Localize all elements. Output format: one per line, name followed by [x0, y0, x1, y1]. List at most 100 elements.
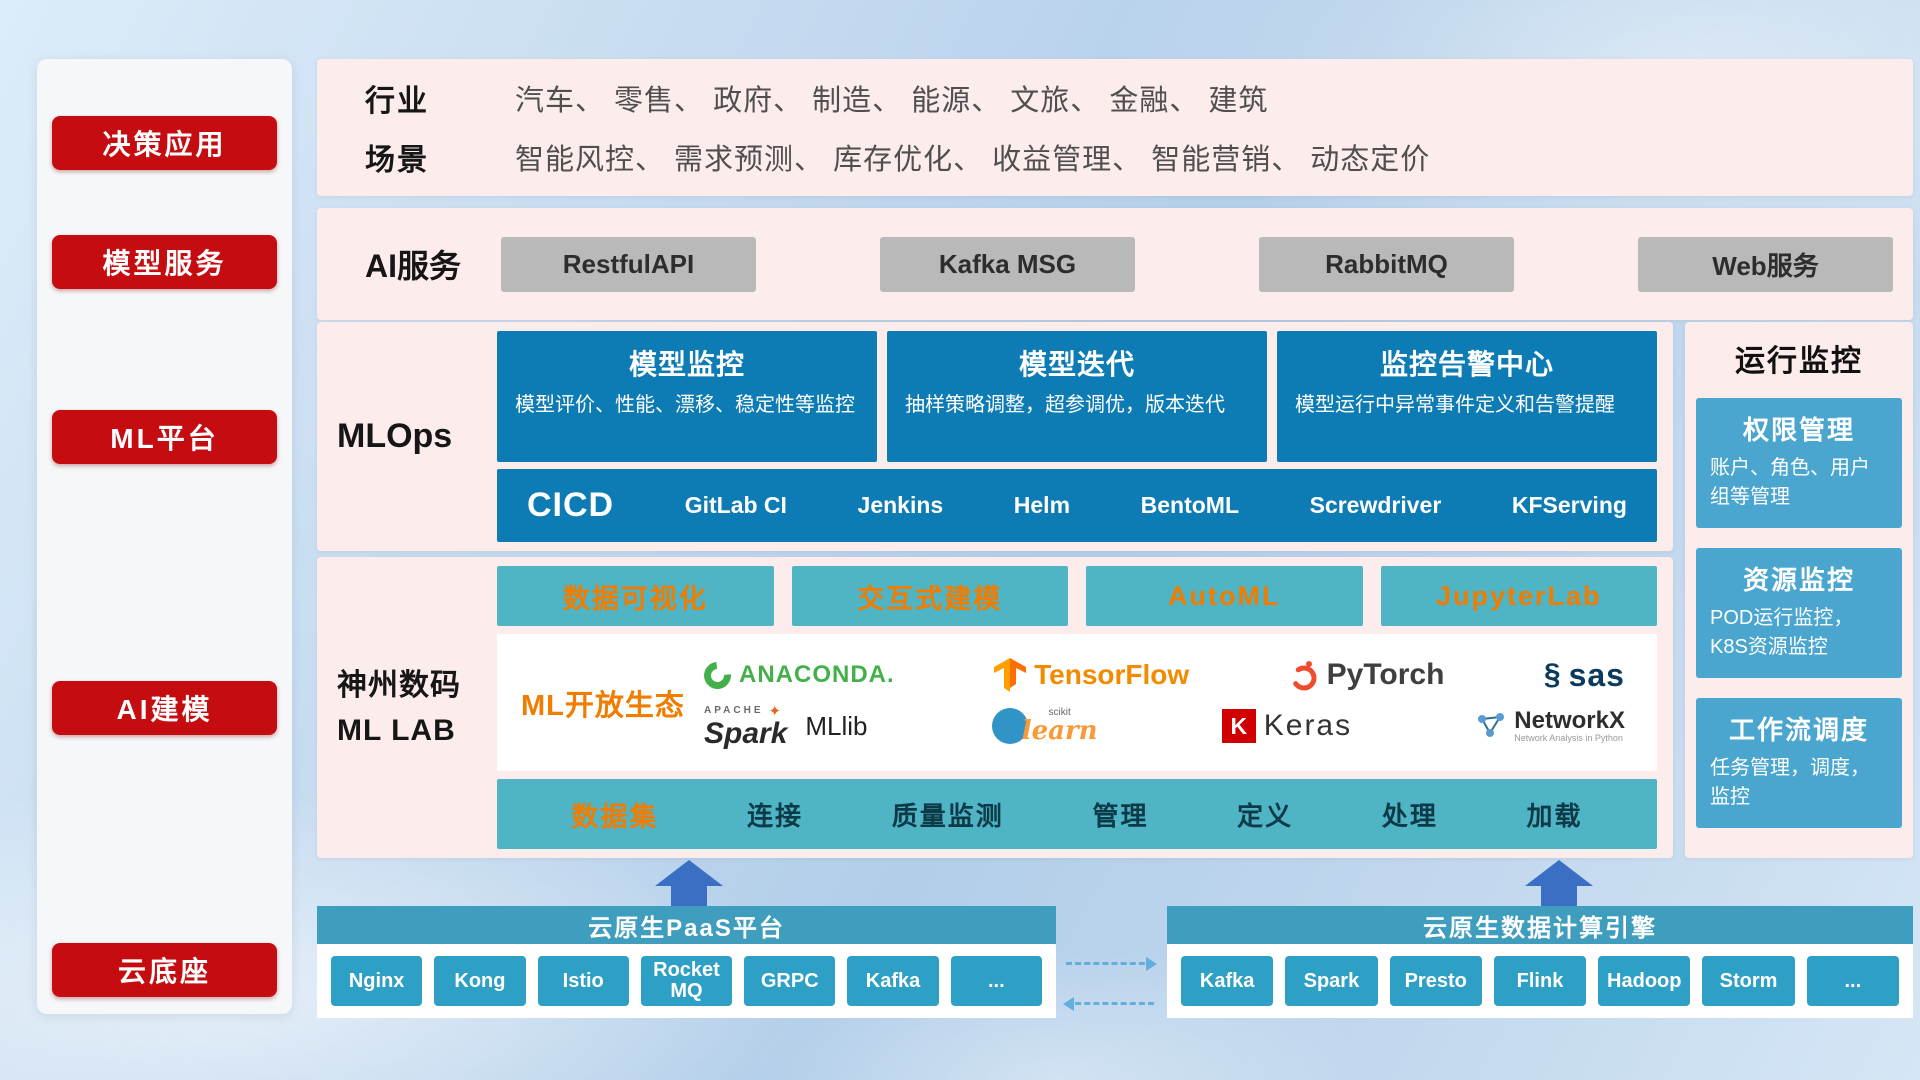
mlops-cards: 模型监控 模型评价、性能、漂移、稳定性等监控 模型迭代 抽样策略调整，超参调优，…: [497, 331, 1657, 462]
restfulapi-chip: RestfulAPI: [501, 236, 756, 292]
networkx-logo: NetworkX Network Analysis in Python: [1476, 706, 1625, 744]
dataset-manage: 管理: [1092, 800, 1149, 831]
model-iteration-card: 模型迭代 抽样策略调整，超参调优，版本迭代: [887, 331, 1267, 462]
anaconda-logo: ANACONDA.: [698, 655, 895, 695]
card-title: 权限管理: [1742, 415, 1855, 445]
keras-icon: K: [1221, 709, 1256, 743]
flink-chip: Flink: [1493, 956, 1587, 1006]
mllab-label-line2: ML LAB: [337, 713, 456, 747]
layer-sidebar: 决策应用 模型服务 ML平台 AI建模 云底座: [37, 59, 292, 1014]
mllab-label: 神州数码 ML LAB: [317, 557, 497, 858]
industry-line: 行业 汽车、 零售、 政府、 制造、 能源、 文旅、 金融、 建筑: [365, 76, 1893, 120]
ai-service-label: AI服务: [365, 248, 462, 284]
more-chip: ...: [950, 956, 1042, 1006]
kong-chip: Kong: [434, 956, 526, 1006]
spark-wordmark: Spark: [704, 716, 788, 750]
automl-chip: AutoML: [1086, 566, 1363, 626]
dataset-define: 定义: [1237, 800, 1294, 831]
pytorch-wordmark: PyTorch: [1326, 658, 1445, 691]
sas-icon: §: [1543, 658, 1561, 691]
up-arrow-paas: [655, 860, 723, 906]
scenario-label: 场景: [365, 143, 429, 177]
mlops-panel: MLOps 模型监控 模型评价、性能、漂移、稳定性等监控 模型迭代 抽样策略调整…: [317, 322, 1673, 551]
layer-model-services: 模型服务: [52, 235, 277, 289]
more-chip: ...: [1806, 956, 1899, 1006]
sas-wordmark: sas: [1568, 656, 1625, 693]
networkx-wordmark-group: NetworkX Network Analysis in Python: [1514, 706, 1625, 744]
card-title: 资源监控: [1742, 565, 1855, 595]
networkx-wordmark: NetworkX: [1514, 706, 1625, 734]
paas-platform-group: 云原生PaaS平台 Nginx Kong Istio RocketMQ GRPC…: [317, 906, 1056, 1018]
card-desc: 抽样策略调整，超参调优，版本迭代: [905, 394, 1225, 416]
card-desc: POD运行监控，K8S资源监控: [1710, 607, 1854, 658]
dataset-connect: 连接: [747, 800, 804, 831]
dataset-quality: 质量监测: [891, 800, 1004, 831]
spark-wordmark-group: APACHE ✦ Spark: [704, 704, 787, 749]
hadoop-chip: Hadoop: [1598, 956, 1691, 1006]
keras-logo: K Keras: [1221, 709, 1353, 743]
paas-buttons: Nginx Kong Istio RocketMQ GRPC Kafka ...: [317, 944, 1056, 1018]
card-desc: 账户、角色、用户组等管理: [1710, 457, 1870, 508]
permission-management-card: 权限管理 账户、角色、用户组等管理: [1696, 398, 1902, 528]
rocketmq-chip: RocketMQ: [640, 956, 733, 1006]
networkx-subtitle: Network Analysis in Python: [1514, 733, 1623, 744]
learn-wordmark: learn: [1021, 716, 1098, 746]
card-title: 工作流调度: [1728, 715, 1869, 745]
card-title: 模型监控: [628, 349, 745, 380]
cicd-bar: CICD GitLab CI Jenkins Helm BentoML Scre…: [497, 469, 1657, 542]
kafka-chip: Kafka: [847, 956, 939, 1006]
storm-chip: Storm: [1702, 956, 1795, 1006]
workflow-scheduling-card: 工作流调度 任务管理，调度，监控: [1696, 698, 1902, 828]
industry-value: 汽车、 零售、 政府、 制造、 能源、 文旅、 金融、 建筑: [515, 85, 1269, 118]
mllab-label-line1: 神州数码: [337, 668, 461, 702]
layer-decision-apps: 决策应用: [52, 116, 277, 170]
anaconda-icon: [698, 655, 737, 695]
cicd-title: CICD: [527, 486, 615, 524]
data-engine-header: 云原生数据计算引擎: [1167, 906, 1913, 944]
ai-service-buttons: RestfulAPI Kafka MSG RabbitMQ Web服务: [501, 236, 1893, 292]
runtime-monitor-panel: 运行监控 权限管理 账户、角色、用户组等管理 资源监控 POD运行监控，K8S资…: [1685, 322, 1913, 858]
mlops-content: 模型监控 模型评价、性能、漂移、稳定性等监控 模型迭代 抽样策略调整，超参调优，…: [497, 322, 1673, 551]
model-monitoring-card: 模型监控 模型评价、性能、漂移、稳定性等监控: [497, 331, 877, 462]
dataset-label: 数据集: [571, 801, 659, 832]
anaconda-wordmark: ANACONDA.: [739, 661, 895, 688]
mllab-panel: 神州数码 ML LAB 数据可视化 交互式建模 AutoML JupyterLa…: [317, 557, 1673, 858]
card-title: 监控告警中心: [1379, 349, 1554, 380]
runtime-monitor-title: 运行监控: [1735, 345, 1863, 378]
card-desc: 模型运行中异常事件定义和告警提醒: [1295, 394, 1615, 416]
interactive-modeling-chip: 交互式建模: [791, 566, 1068, 626]
pytorch-icon: [1291, 661, 1317, 691]
data-engine-group: 云原生数据计算引擎 Kafka Spark Presto Flink Hadoo…: [1167, 906, 1913, 1018]
gitlab-ci-item: GitLab CI: [684, 492, 787, 518]
keras-wordmark: Keras: [1263, 709, 1353, 742]
rabbitmq-chip: RabbitMQ: [1259, 236, 1514, 292]
web-service-chip: Web服务: [1638, 236, 1893, 292]
spark-mllib-logo: APACHE ✦ Spark MLlib: [704, 704, 868, 749]
dataflow-arrow-left: [1063, 997, 1154, 1011]
sas-logo: § sas: [1544, 657, 1625, 694]
spark-top: APACHE ✦: [704, 704, 781, 719]
dataset-bar: 数据集 连接 质量监测 管理 定义 处理 加载: [497, 779, 1657, 849]
kafka-msg-chip: Kafka MSG: [880, 236, 1135, 292]
card-title: 模型迭代: [1018, 349, 1135, 380]
nginx-chip: Nginx: [331, 956, 423, 1006]
paas-header: 云原生PaaS平台: [317, 906, 1056, 944]
data-visualization-chip: 数据可视化: [497, 566, 774, 626]
card-desc: 任务管理，调度，监控: [1710, 757, 1870, 808]
apache-label: APACHE: [704, 705, 764, 716]
logo-row-bottom: APACHE ✦ Spark MLlib scikit lear: [696, 704, 1633, 749]
istio-chip: Istio: [537, 956, 629, 1006]
helm-item: Helm: [1013, 492, 1071, 518]
mllab-tools-row: 数据可视化 交互式建模 AutoML JupyterLab: [497, 566, 1657, 626]
runtime-monitor-cards: 权限管理 账户、角色、用户组等管理 资源监控 POD运行监控，K8S资源监控 工…: [1696, 398, 1902, 828]
presto-chip: Presto: [1389, 956, 1482, 1006]
industry-scenario-panel: 行业 汽车、 零售、 政府、 制造、 能源、 文旅、 金融、 建筑 场景 智能风…: [317, 59, 1913, 196]
scikit-learn-wordmark-group: scikit learn: [1021, 707, 1098, 746]
spark-star-icon: ✦: [768, 702, 782, 720]
alert-center-card: 监控告警中心 模型运行中异常事件定义和告警提醒: [1277, 331, 1657, 462]
data-engine-buttons: Kafka Spark Presto Flink Hadoop Storm ..…: [1167, 944, 1913, 1018]
scikit-label: scikit: [1048, 707, 1071, 718]
ml-ecosystem-band: ML开放生态 ANACONDA. TensorFlow: [497, 634, 1657, 771]
grpc-chip: GRPC: [744, 956, 836, 1006]
